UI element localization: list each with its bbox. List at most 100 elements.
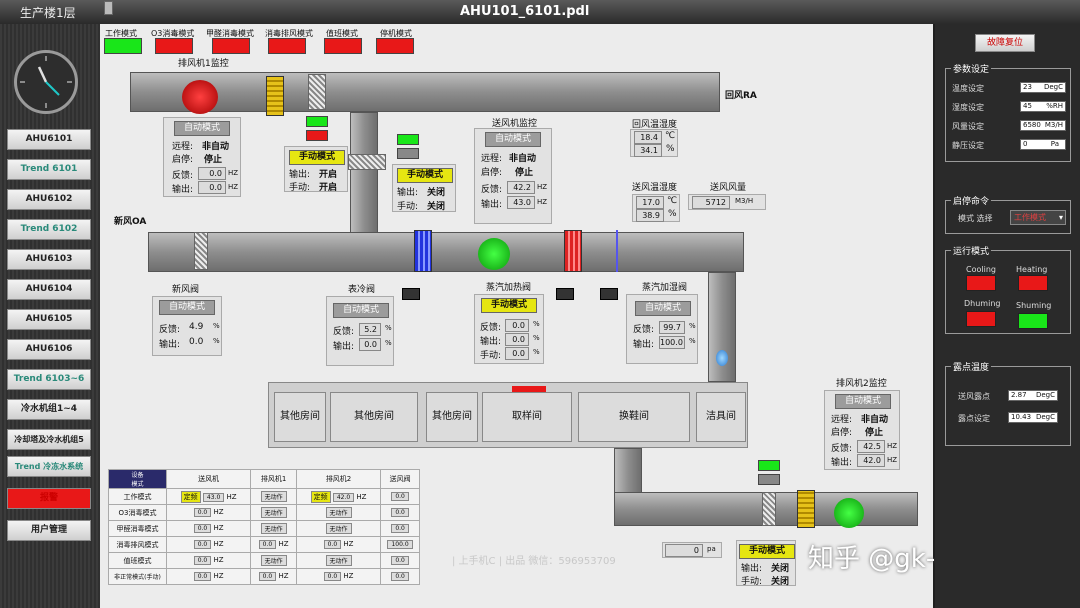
cell-value[interactable]: 0.0 [391,508,409,517]
steam-heat-man-value[interactable]: 0.0 [505,347,529,360]
humidifier-icon [616,230,630,272]
nav-ahu6102[interactable]: AHU6102 [7,189,91,210]
steam-heat-out-label: 输出: [480,337,502,347]
manual2-man-value: 关闭 [427,202,446,212]
nav-ahu6104[interactable]: AHU6104 [7,279,91,300]
return-temp-value: 18.4 [634,131,662,144]
cell-value[interactable]: 无动作 [325,523,352,534]
cell-value[interactable]: 无动作 [260,507,287,518]
steam-heat-fb-label: 反馈: [480,323,502,333]
temp-setpoint-label: 温度设定 [952,84,984,93]
nav-chillers[interactable]: 冷水机组1~4 [7,399,91,420]
cell-value[interactable]: 0.0 [193,508,212,517]
steam-humid-title: 蒸汽加湿阀 [642,283,688,293]
mode-indicator-stop[interactable] [376,38,414,54]
nav-ahu6103[interactable]: AHU6103 [7,249,91,270]
nav-ahu6101[interactable]: AHU6101 [7,129,91,150]
nav-cooling-tower[interactable]: 冷却塔及冷水机组5 [7,429,91,450]
cell-value[interactable]: 0.0 [193,572,212,581]
room-other-2[interactable]: 其他房间 [330,392,418,442]
supply-temp-unit: ℃ [667,196,678,206]
cell-value[interactable]: 0.0 [323,572,342,581]
room-other-3[interactable]: 其他房间 [426,392,478,442]
exhaust-fan-1-icon[interactable] [182,80,218,114]
cell-value[interactable]: 0.0 [193,540,212,549]
cell-value[interactable]: 0.0 [258,572,277,581]
supply-fan-mode-badge[interactable]: 自动模式 [485,132,541,147]
heating-valve-icon[interactable] [556,288,574,300]
nav-trend-chilled-water[interactable]: Trend 冷冻水系统 [7,456,91,477]
exhaust1-mode-badge[interactable]: 自动模式 [174,121,230,136]
steam-humid-mode-badge[interactable]: 自动模式 [635,301,691,316]
exhaust2-mode-badge[interactable]: 自动模式 [835,394,891,409]
manual1-panel: 手动模式 输出: 开启 手动: 开启 [284,146,348,193]
cell-value[interactable]: 无动作 [260,555,287,566]
nav-alarm[interactable]: 报警 [7,488,91,509]
cell-value[interactable]: 0.0 [391,572,409,581]
return-duct [130,72,720,112]
dewpoint-setpoint-input[interactable]: 10.43 DegC [1008,412,1058,423]
steam-heat-mode-badge[interactable]: 手动模式 [481,298,537,313]
nav-ahu6106[interactable]: AHU6106 [7,339,91,360]
room-sampling[interactable]: 取样间 [482,392,572,442]
cell-value[interactable]: 0.0 [193,556,212,565]
cell-value[interactable]: 0.0 [391,556,409,565]
cell-value[interactable]: 无动作 [260,491,287,502]
scroll-handle[interactable] [104,1,113,15]
humidity-setpoint-input[interactable]: 45 %RH [1020,101,1066,112]
cooling-valve-mode-badge[interactable]: 自动模式 [333,303,389,318]
mode-indicator-duty[interactable] [324,38,362,54]
cell-value[interactable]: 无动作 [260,523,287,534]
fresh-damper-mode-badge[interactable]: 自动模式 [159,300,215,315]
cell-value[interactable]: 0.0 [258,540,277,549]
cell-value[interactable]: 100.0 [387,540,413,549]
cell-unit: HZ [213,556,224,564]
mode-indicator-work[interactable] [104,38,142,54]
cell-value[interactable]: 无动作 [325,507,352,518]
cooling-label: Cooling [966,265,996,274]
mode-indicator-disinfect-exhaust[interactable] [268,38,306,54]
room-janitor[interactable]: 洁具间 [696,392,746,442]
mode-indicator-formaldehyde[interactable] [212,38,250,54]
airflow-setpoint-input[interactable]: 6580 M3/H [1020,120,1066,131]
cell-unit: HZ [226,492,237,501]
humidifier-valve-icon[interactable] [600,288,618,300]
mode-select-dropdown[interactable]: 工作模式▾ [1010,210,1066,225]
supply-out-unit: HZ [537,198,548,206]
fixed-freq-tag[interactable]: 定频 [310,490,331,503]
nav-trend6103-6[interactable]: Trend 6103~6 [7,369,91,390]
manual1-mode-badge[interactable]: 手动模式 [289,150,345,165]
cell-value[interactable]: 43.0 [202,492,225,502]
exhaust-fan-2-icon[interactable] [834,498,864,528]
nav-trend6101[interactable]: Trend 6101 [7,159,91,180]
cell-unit: HZ [213,508,224,516]
cell-value[interactable]: 无动作 [325,555,352,566]
supply-fan-icon[interactable] [478,238,510,270]
return-riser [350,112,378,237]
fixed-freq-tag[interactable]: 定频 [180,490,201,503]
run-mode-title: 运行模式 [951,244,992,257]
nav-ahu6105[interactable]: AHU6105 [7,309,91,330]
supply-airflow-title: 送风风量 [710,183,747,193]
cell-value[interactable]: 42.0 [332,492,355,502]
cell-value[interactable]: 0.0 [323,540,342,549]
fresh-damper-out-label: 输出: [159,340,181,350]
temp-setpoint-input[interactable]: 23 DegC [1020,82,1066,93]
cooling-valve-icon[interactable] [402,288,420,300]
room-other-1[interactable]: 其他房间 [274,392,326,442]
room-shoe-change[interactable]: 换鞋间 [578,392,690,442]
nav-trend6102[interactable]: Trend 6102 [7,219,91,240]
cell-value[interactable]: 0.0 [391,492,409,501]
cell-value[interactable]: 0.0 [391,524,409,533]
mode-label-duty: 值班模式 [326,29,358,38]
manual2-mode-badge[interactable]: 手动模式 [397,168,453,183]
manual3-mode-badge[interactable]: 手动模式 [739,544,795,559]
cell-value[interactable]: 0.0 [193,524,212,533]
exhaust1-fb-unit: HZ [228,169,239,177]
mode-indicator-o3[interactable] [155,38,193,54]
static-pressure-input[interactable]: 0 Pa [1020,139,1066,150]
dew-point-title: 露点温度 [951,360,992,373]
fault-reset-button[interactable]: 故障复位 [975,34,1035,52]
nav-user-management[interactable]: 用户管理 [7,520,91,541]
dewpoint-setpoint-label: 露点设定 [958,414,990,423]
